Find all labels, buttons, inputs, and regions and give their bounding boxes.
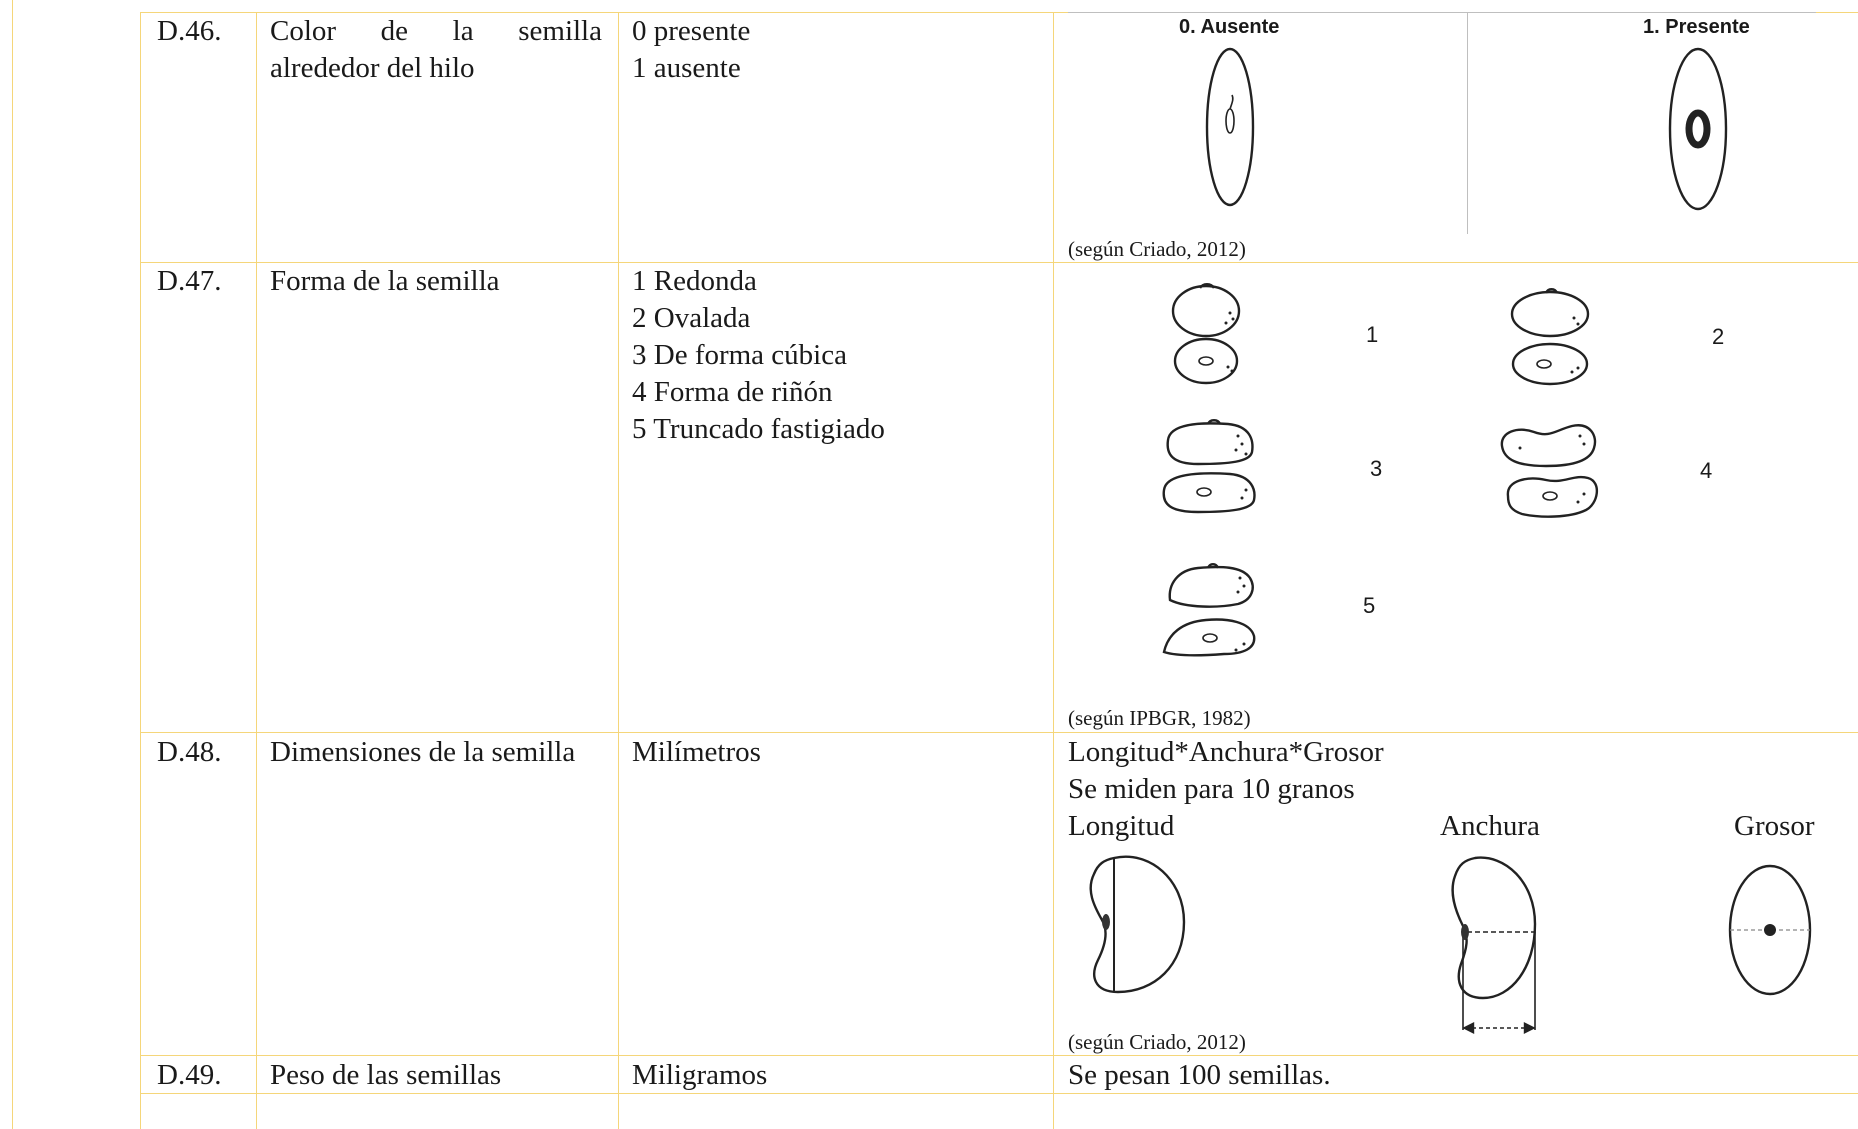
row-value: 4 Forma de riñón (632, 376, 833, 408)
seed-hilum-absent-illustration (1205, 47, 1255, 207)
row-value: 3 De forma cúbica (632, 339, 847, 371)
row-name: Forma de la semilla (270, 265, 500, 297)
column-divider-2 (256, 12, 257, 1129)
measurement-description: Longitud*Anchura*Grosor (1068, 736, 1384, 768)
seed-shape-number: 4 (1700, 458, 1713, 483)
measurement-label-length: Longitud (1068, 810, 1175, 842)
row-divider-2 (140, 732, 1858, 733)
seed-shape-number: 2 (1712, 324, 1725, 349)
row-value: 5 Truncado fastigiado (632, 413, 885, 445)
row-name: Peso de las semillas (270, 1059, 502, 1091)
row-value: Milímetros (632, 736, 761, 768)
column-divider-3 (618, 12, 619, 1129)
figure-frame-top (1068, 12, 1816, 13)
row-divider-3 (140, 1055, 1858, 1056)
seed-length-measurement-illustration (1089, 855, 1186, 994)
row-code: D.47. (157, 265, 222, 297)
figure-source: (según IPBGR, 1982) (1068, 706, 1251, 730)
figure-source: (según Criado, 2012) (1068, 1030, 1246, 1054)
measurement-description: Se miden para 10 granos (1068, 773, 1355, 805)
seed-shape-truncated-illustration (1162, 563, 1256, 657)
table-border-left (12, 0, 13, 1129)
seed-thickness-measurement-illustration (1728, 864, 1812, 996)
row-value: Miligramos (632, 1059, 768, 1091)
seed-shape-number: 3 (1370, 456, 1383, 481)
measurement-label-thickness: Grosor (1734, 810, 1815, 842)
seed-hilum-present-illustration (1668, 47, 1728, 211)
figure-label-present: 1. Presente (1643, 16, 1750, 38)
row-value: 0 presente (632, 15, 751, 47)
row-value: 2 Ovalada (632, 302, 751, 334)
row-value: 1 ausente (632, 52, 741, 84)
row-code: D.49. (157, 1059, 222, 1091)
column-divider-4 (1053, 12, 1054, 1129)
seed-shape-round-illustration (1171, 283, 1241, 385)
seed-shape-number: 5 (1363, 593, 1376, 618)
seed-shape-kidney-illustration (1500, 424, 1598, 518)
seed-shape-number: 1 (1366, 322, 1379, 347)
column-divider-1 (140, 12, 141, 1129)
row-name: Dimensiones de la semilla (270, 736, 576, 768)
measurement-label-width: Anchura (1440, 810, 1540, 842)
row-name-continued: alrededor del hilo (270, 52, 475, 84)
figure-divider (1467, 12, 1468, 234)
seed-shape-cubic-illustration (1162, 419, 1256, 514)
row-divider-1 (140, 262, 1858, 263)
table-border-top (140, 12, 1858, 13)
row-divider-4 (140, 1093, 1858, 1094)
row-value: 1 Redonda (632, 265, 757, 297)
figure-source: (según Criado, 2012) (1068, 237, 1246, 261)
row-code: D.46. (157, 15, 222, 47)
seed-width-measurement-illustration (1451, 856, 1537, 1034)
seed-shape-oval-illustration (1510, 288, 1590, 386)
row-description: Se pesan 100 semillas. (1068, 1059, 1331, 1091)
figure-label-absent: 0. Ausente (1179, 16, 1280, 38)
row-code: D.48. (157, 736, 222, 768)
row-name: Color de la semilla (270, 15, 602, 47)
